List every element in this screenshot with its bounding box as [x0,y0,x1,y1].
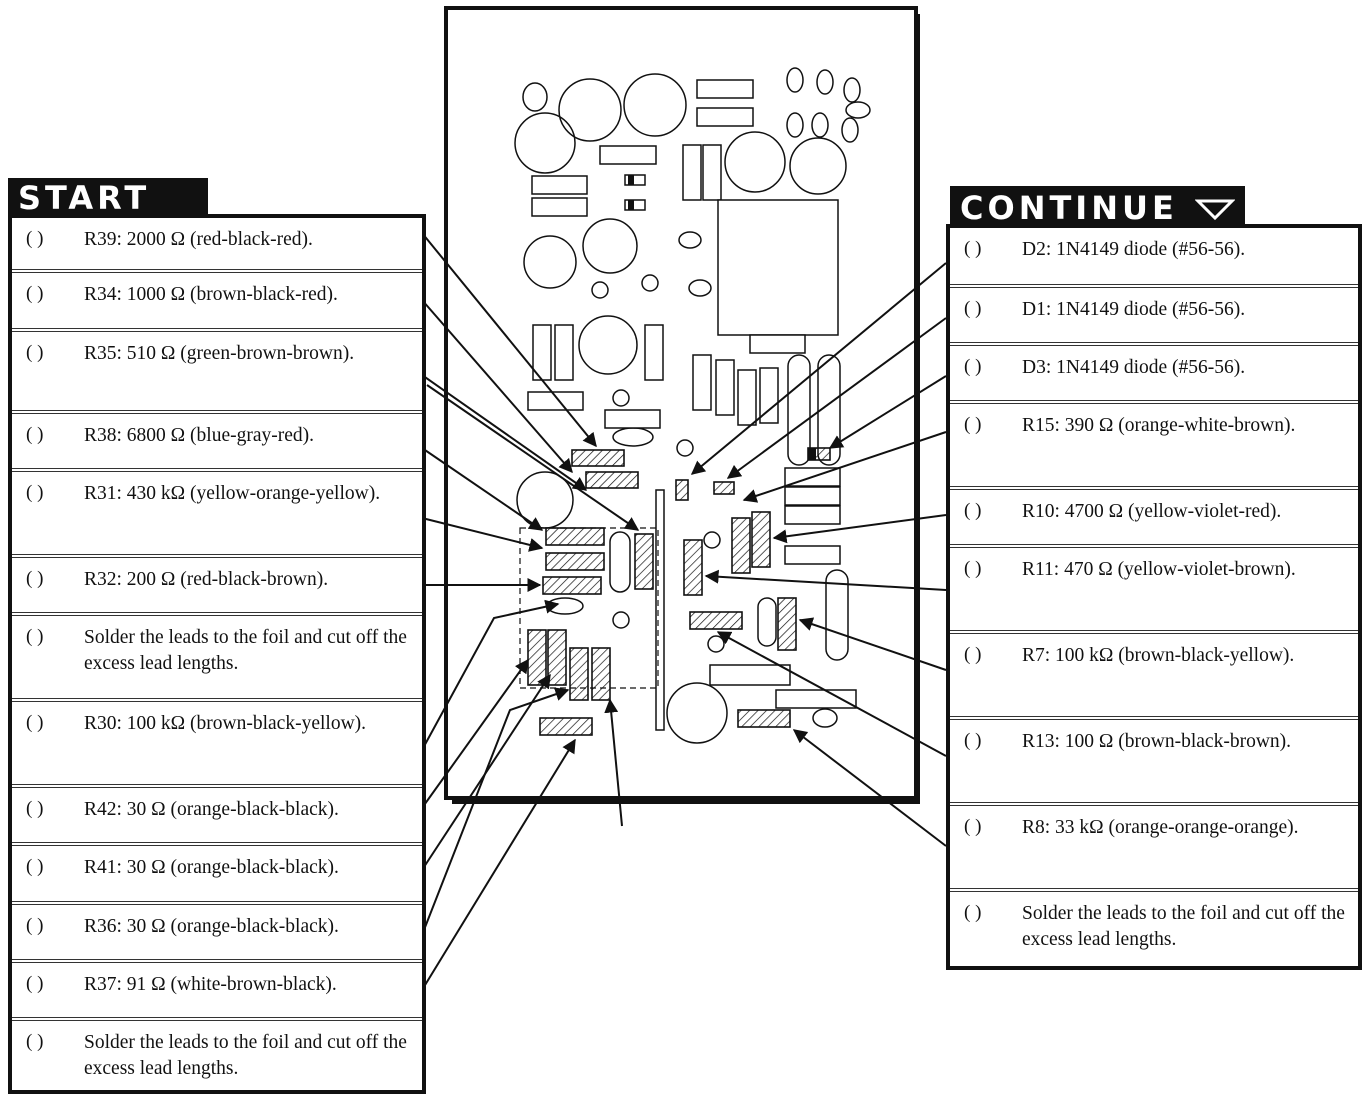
checkbox[interactable]: ( ) [26,342,44,363]
continue-step-item: ( ) R10: 4700 Ω (yellow-violet-red). [950,490,1358,548]
checkbox[interactable]: ( ) [26,712,44,733]
start-step-item: ( ) R37: 91 Ω (white-brown-black). [12,963,422,1021]
step-text: R38: 6800 Ω (blue-gray-red). [84,425,315,446]
start-step-item: ( ) R35: 510 Ω (green-brown-brown). [12,332,422,414]
continue-step-item: ( ) R7: 100 kΩ (brown-black-yellow). [950,634,1358,720]
start-step-item: ( ) R30: 100 kΩ (brown-black-yellow). [12,702,422,788]
step-text: R37: 91 Ω (white-brown-black). [84,974,337,995]
start-step-item: ( ) R38: 6800 Ω (blue-gray-red). [12,414,422,472]
step-text: R42: 30 Ω (orange-black-black). [84,799,339,820]
checkbox[interactable]: ( ) [26,1031,44,1052]
checkbox[interactable]: ( ) [964,500,982,521]
step-text: Solder the leads to the foil and cut off… [1022,903,1345,950]
start-step-item: ( ) R36: 30 Ω (orange-black-black). [12,905,422,963]
checkbox[interactable]: ( ) [964,816,982,837]
checkbox[interactable]: ( ) [964,356,982,377]
start-step-item: ( ) R31: 430 kΩ (yellow-orange-yellow). [12,472,422,558]
continue-step-item: ( ) D1: 1N4149 diode (#56-56). [950,288,1358,346]
checkbox[interactable]: ( ) [26,228,44,249]
start-step-item: ( ) R34: 1000 Ω (brown-black-red). [12,273,422,332]
down-arrow-outline-icon [1194,188,1236,232]
step-text: Solder the leads to the foil and cut off… [84,1032,407,1079]
continue-step-item: ( ) D2: 1N4149 diode (#56-56). [950,228,1358,288]
step-text: R35: 510 Ω (green-brown-brown). [84,343,355,364]
leader-arrows [421,232,947,991]
start-title: START [18,179,151,217]
step-text: R30: 100 kΩ (brown-black-yellow). [84,713,367,734]
checkbox[interactable]: ( ) [26,626,44,647]
checkbox[interactable]: ( ) [964,238,982,259]
step-text: R8: 33 kΩ (orange-orange-orange). [1022,817,1299,838]
step-text: D2: 1N4149 diode (#56-56). [1022,239,1246,260]
continue-title: CONTINUE [960,189,1178,227]
capacitors [514,67,871,744]
start-step-item: ( ) R32: 200 Ω (red-black-brown). [12,558,422,616]
new-parts [527,447,831,736]
checkbox[interactable]: ( ) [26,283,44,304]
step-text: R32: 200 Ω (red-black-brown). [84,569,329,590]
continue-step-item: ( ) R8: 33 kΩ (orange-orange-orange). [950,806,1358,892]
continue-step-item: ( ) R11: 470 Ω (yellow-violet-brown). [950,548,1358,634]
checkbox[interactable]: ( ) [964,644,982,665]
checkbox[interactable]: ( ) [26,856,44,877]
checkbox[interactable]: ( ) [26,973,44,994]
dashed-region [519,527,659,689]
step-text: R11: 470 Ω (yellow-violet-brown). [1022,559,1296,580]
existing-parts [527,79,857,731]
continue-step-item: ( ) Solder the leads to the foil and cut … [950,892,1358,962]
checkbox[interactable]: ( ) [964,414,982,435]
step-text: R34: 1000 Ω (brown-black-red). [84,284,338,305]
checkbox[interactable]: ( ) [964,558,982,579]
start-steps-panel: ( ) R39: 2000 Ω (red-black-red). ( ) R34: 1… [8,214,426,1094]
start-step-item: ( ) R42: 30 Ω (orange-black-black). [12,788,422,846]
checkbox[interactable]: ( ) [964,902,982,923]
step-text: R36: 30 Ω (orange-black-black). [84,916,339,937]
continue-tab: CONTINUE [950,186,1245,228]
continue-steps-panel: ( ) D2: 1N4149 diode (#56-56). ( ) D1: 1N41… [946,224,1362,970]
board-outline [444,6,918,800]
start-step-item: ( ) Solder the leads to the foil and cut … [12,1021,422,1091]
step-text: Solder the leads to the foil and cut off… [84,627,407,674]
start-step-item: ( ) R39: 2000 Ω (red-black-red). [12,218,422,273]
step-text: R7: 100 kΩ (brown-black-yellow). [1022,645,1295,666]
checkbox[interactable]: ( ) [26,482,44,503]
continue-step-item: ( ) D3: 1N4149 diode (#56-56). [950,346,1358,404]
checkbox[interactable]: ( ) [964,298,982,319]
start-tab: START [8,178,208,249]
start-step-item: ( ) Solder the leads to the foil and cut … [12,616,422,702]
step-text: D3: 1N4149 diode (#56-56). [1022,357,1246,378]
step-text: R39: 2000 Ω (red-black-red). [84,229,313,250]
checkbox[interactable]: ( ) [26,915,44,936]
continue-step-item: ( ) R13: 100 Ω (brown-black-brown). [950,720,1358,806]
checkbox[interactable]: ( ) [26,568,44,589]
step-text: R13: 100 Ω (brown-black-brown). [1022,731,1292,752]
checkbox[interactable]: ( ) [964,730,982,751]
checkbox[interactable]: ( ) [26,798,44,819]
step-text: R10: 4700 Ω (yellow-violet-red). [1022,501,1282,522]
checkbox[interactable]: ( ) [26,424,44,445]
step-text: R41: 30 Ω (orange-black-black). [84,857,339,878]
step-text: D1: 1N4149 diode (#56-56). [1022,299,1246,320]
start-step-item: ( ) R41: 30 Ω (orange-black-black). [12,846,422,905]
continue-step-item: ( ) R15: 390 Ω (orange-white-brown). [950,404,1358,490]
step-text: R31: 430 kΩ (yellow-orange-yellow). [84,483,381,504]
step-text: R15: 390 Ω (orange-white-brown). [1022,415,1296,436]
